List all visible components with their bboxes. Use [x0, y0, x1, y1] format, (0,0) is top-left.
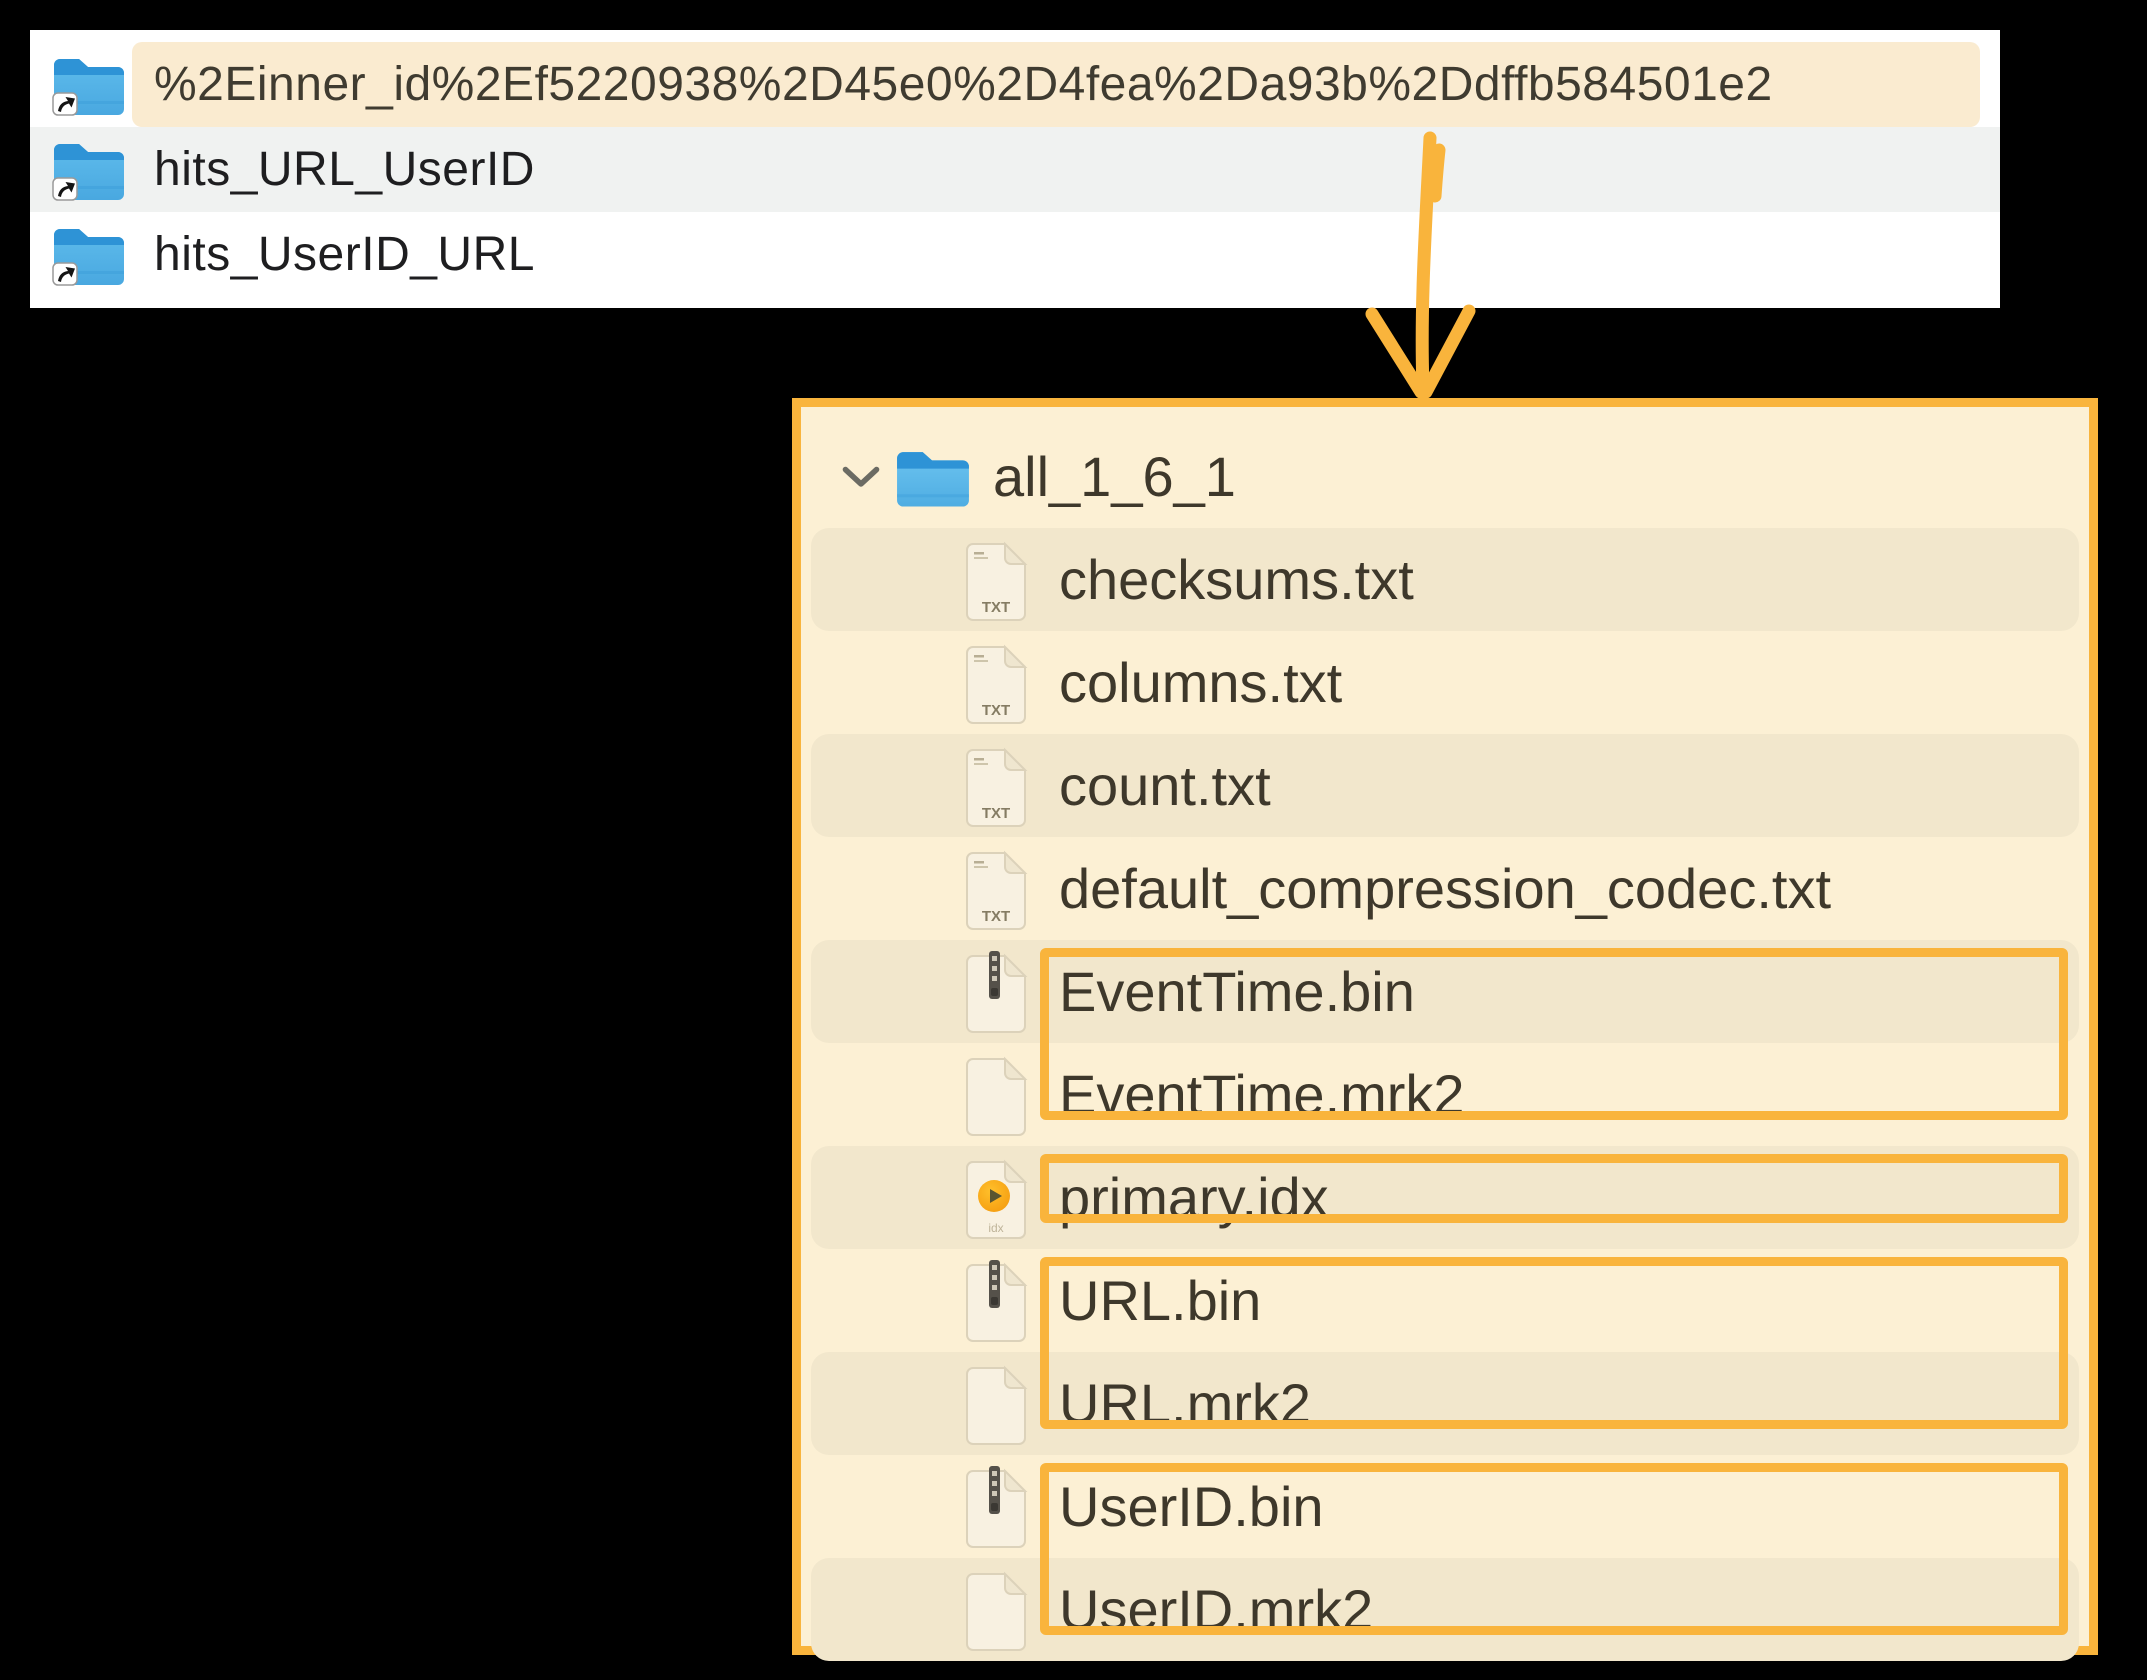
- finder-window-top: %2Einner_id%2Ef5220938%2D45e0%2D4fea%2Da…: [30, 30, 2000, 308]
- tree-row-file[interactable]: UserID.mrk2: [811, 1558, 2079, 1661]
- tree-row-file[interactable]: TXT count.txt: [811, 734, 2079, 837]
- chevron-slot[interactable]: [841, 464, 881, 490]
- bin-file-icon: [966, 1259, 1028, 1342]
- file-name-label: EventTime.bin: [1059, 960, 1415, 1023]
- file-icon-slot: TXT: [963, 847, 1029, 931]
- file-name-label: count.txt: [1059, 754, 1271, 817]
- file-name-label: UserID.mrk2: [1059, 1578, 1374, 1641]
- alias-arrow-badge: [52, 261, 78, 286]
- file-icon-slot: [963, 1362, 1029, 1446]
- finder-list-row[interactable]: hits_UserID_URL: [30, 212, 2000, 297]
- svg-text:TXT: TXT: [982, 702, 1010, 719]
- doc-file-icon: [966, 1056, 1028, 1136]
- chevron-down-icon[interactable]: [841, 464, 881, 491]
- file-name-label: default_compression_codec.txt: [1059, 857, 1831, 920]
- txt-file-icon: TXT: [966, 541, 1028, 621]
- file-icon-slot: TXT: [963, 641, 1029, 725]
- folder-name-label: hits_URL_UserID: [154, 143, 535, 196]
- alias-folder-icon-slot: [52, 138, 126, 202]
- file-name-label: primary.idx: [1059, 1166, 1329, 1229]
- doc-file-icon: [966, 1365, 1028, 1445]
- tree-row-file[interactable]: TXT columns.txt: [811, 631, 2079, 734]
- folder-name-label: %2Einner_id%2Ef5220938%2D45e0%2D4fea%2Da…: [154, 58, 1773, 111]
- zipper-glyph: [989, 1259, 1000, 1308]
- file-icon-slot: [963, 950, 1029, 1034]
- txt-file-icon: TXT: [966, 747, 1028, 827]
- idx-file-icon: idx: [966, 1159, 1028, 1239]
- file-name-label: UserID.bin: [1059, 1475, 1324, 1538]
- tree-row-file[interactable]: EventTime.bin: [811, 940, 2079, 1043]
- finder-tree-panel: all_1_6_1 TXT checksums.txt TXT columns.…: [792, 398, 2098, 1661]
- file-icon-slot: [963, 1259, 1029, 1343]
- folder-name-label: all_1_6_1: [993, 445, 1236, 508]
- alias-folder-icon: [52, 143, 124, 201]
- svg-text:TXT: TXT: [982, 908, 1010, 925]
- file-name-label: checksums.txt: [1059, 548, 1414, 611]
- zipper-glyph: [989, 1465, 1000, 1514]
- file-icon-slot: TXT: [963, 538, 1029, 622]
- svg-text:TXT: TXT: [982, 599, 1010, 616]
- file-icon-slot: idx: [963, 1156, 1029, 1240]
- svg-text:TXT: TXT: [982, 805, 1010, 822]
- zipper-glyph: [989, 950, 1000, 999]
- tree-row-file[interactable]: TXT checksums.txt: [811, 528, 2079, 631]
- tree-row-folder[interactable]: all_1_6_1: [811, 425, 2079, 528]
- txt-file-icon: TXT: [966, 850, 1028, 930]
- alias-arrow-badge: [52, 91, 78, 116]
- alias-folder-icon: [52, 228, 124, 286]
- tree-row-file[interactable]: URL.mrk2: [811, 1352, 2079, 1455]
- svg-text:idx: idx: [988, 1221, 1003, 1235]
- folder-icon: [897, 451, 969, 507]
- folder-icon-slot: [895, 447, 971, 507]
- tree-row-file[interactable]: EventTime.mrk2: [811, 1043, 2079, 1146]
- txt-file-icon: TXT: [966, 644, 1028, 724]
- bin-file-icon: [966, 1465, 1028, 1548]
- tree-row-file[interactable]: UserID.bin: [811, 1455, 2079, 1558]
- file-icon-slot: TXT: [963, 744, 1029, 828]
- file-icon-slot: [963, 1053, 1029, 1137]
- row-selection-area[interactable]: %2Einner_id%2Ef5220938%2D45e0%2D4fea%2Da…: [132, 42, 1980, 127]
- doc-file-icon: [966, 1571, 1028, 1651]
- finder-list-row[interactable]: hits_URL_UserID: [30, 127, 2000, 212]
- finder-list-row[interactable]: %2Einner_id%2Ef5220938%2D45e0%2D4fea%2Da…: [30, 42, 2000, 127]
- alias-folder-icon: [52, 58, 124, 116]
- row-selection-area[interactable]: hits_UserID_URL: [132, 212, 1980, 297]
- file-name-label: columns.txt: [1059, 651, 1343, 714]
- row-selection-area[interactable]: hits_URL_UserID: [132, 127, 1980, 212]
- file-name-label: EventTime.mrk2: [1059, 1063, 1465, 1126]
- bin-file-icon: [966, 950, 1028, 1033]
- file-icon-slot: [963, 1465, 1029, 1549]
- tree-row-file[interactable]: idx primary.idx: [811, 1146, 2079, 1249]
- file-name-label: URL.mrk2: [1059, 1372, 1312, 1435]
- file-name-label: URL.bin: [1059, 1269, 1262, 1332]
- folder-name-label: hits_UserID_URL: [154, 228, 535, 281]
- alias-arrow-badge: [52, 176, 78, 201]
- alias-folder-icon-slot: [52, 53, 126, 117]
- file-icon-slot: [963, 1568, 1029, 1652]
- alias-folder-icon-slot: [52, 223, 126, 287]
- tree-row-file[interactable]: URL.bin: [811, 1249, 2079, 1352]
- tree-row-file[interactable]: TXT default_compression_codec.txt: [811, 837, 2079, 940]
